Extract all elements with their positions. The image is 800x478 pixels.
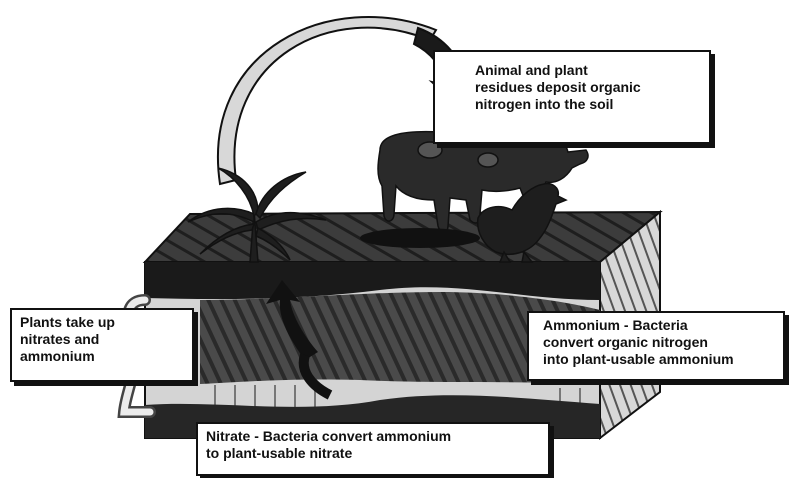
plants-line-1: Plants take up	[20, 314, 184, 331]
residues-line-2: residues deposit organic	[475, 79, 701, 96]
ammonium-line-2: convert organic nitrogen	[543, 334, 775, 351]
nitrate-line-1: Nitrate - Bacteria convert ammonium	[206, 428, 540, 445]
nitrate-label-box: Nitrate - Bacteria convert ammonium to p…	[196, 422, 550, 476]
plants-line-3: ammonium	[20, 348, 184, 365]
ammonium-line-3: into plant-usable ammonium	[543, 351, 775, 368]
residues-line-1: Animal and plant	[475, 62, 701, 79]
nitrate-line-2: to plant-usable nitrate	[206, 445, 540, 462]
plants-line-2: nitrates and	[20, 331, 184, 348]
ammonium-label-box: Ammonium - Bacteria convert organic nitr…	[527, 311, 785, 381]
cow-shadow	[360, 228, 480, 248]
plants-label-box: Plants take up nitrates and ammonium	[10, 308, 194, 382]
residues-line-3: nitrogen into the soil	[475, 96, 701, 113]
ammonium-line-1: Ammonium - Bacteria	[543, 317, 775, 334]
residues-label-box: Animal and plant residues deposit organi…	[433, 50, 711, 144]
